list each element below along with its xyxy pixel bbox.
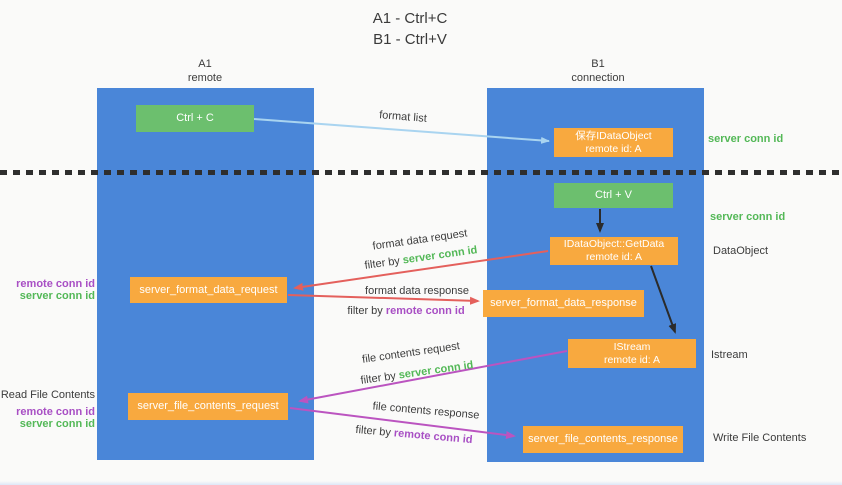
lane-a1-name: A1 bbox=[198, 58, 212, 70]
arrow-getdata-to-istream bbox=[650, 265, 677, 334]
lane-header-a1: A1 remote bbox=[145, 57, 265, 85]
lane-header-b1: B1 connection bbox=[538, 57, 658, 85]
node-getdata-line1: IDataObject::GetData bbox=[563, 238, 665, 250]
node-idataobject-getdata: IDataObject::GetData remote id: A bbox=[550, 237, 678, 265]
annotation-remote-conn-id-format: remote conn id bbox=[16, 278, 95, 290]
node-save-idataobject: 保存IDataObject remote id: A bbox=[554, 128, 673, 157]
flow-label-filter-by-remote-conn-id-1: filter by remote conn id bbox=[347, 305, 464, 317]
annotation-server-conn-id-file: server conn id bbox=[19, 418, 95, 430]
node-ctrl-v: Ctrl + V bbox=[554, 183, 673, 208]
annotation-server-conn-id-top: server conn id bbox=[708, 133, 784, 145]
node-server-format-data-request: server_format_data_request bbox=[130, 277, 287, 303]
node-istream: IStream remote id: A bbox=[568, 339, 696, 368]
annotation-write-file-contents: Write File Contents bbox=[713, 432, 807, 444]
annotation-dataobject: DataObject bbox=[713, 245, 769, 257]
annotation-read-file-contents: Read File Contents bbox=[0, 389, 95, 401]
filter-by-value-remote-1: remote conn id bbox=[385, 305, 465, 317]
diagram-title: A1 - Ctrl+C B1 - Ctrl+V bbox=[330, 8, 490, 50]
node-ctrl-c-label: Ctrl + C bbox=[176, 112, 214, 124]
node-getdata-line2: remote id: A bbox=[585, 251, 643, 263]
lane-b1-name: B1 bbox=[591, 58, 605, 70]
session-separator-dotted-line bbox=[0, 170, 842, 175]
arrow-format-list bbox=[253, 118, 550, 144]
arrow-file-contents-response bbox=[289, 407, 516, 439]
arrow-format-data-response bbox=[287, 294, 480, 305]
node-format-response-label: server_format_data_response bbox=[490, 297, 637, 309]
node-istream-line1: IStream bbox=[613, 340, 651, 353]
title-line-ctrl-c: A1 - Ctrl+C bbox=[372, 10, 448, 27]
arrow-file-contents-request bbox=[298, 350, 568, 404]
node-server-file-contents-response: server_file_contents_response bbox=[523, 426, 683, 453]
node-ctrl-v-label: Ctrl + V bbox=[595, 189, 632, 201]
node-istream-line2: remote id: A bbox=[603, 353, 661, 366]
node-file-response-label: server_file_contents_response bbox=[528, 433, 678, 445]
node-format-request-label: server_format_data_request bbox=[139, 283, 278, 296]
annotation-server-conn-id-format: server conn id bbox=[19, 290, 95, 302]
node-server-format-data-response: server_format_data_response bbox=[483, 290, 644, 317]
node-ctrl-c: Ctrl + C bbox=[136, 105, 254, 132]
node-save-idataobject-line2: remote id: A bbox=[585, 142, 642, 155]
annotation-remote-conn-id-file: remote conn id bbox=[16, 406, 95, 418]
node-file-request-label: server_file_contents_request bbox=[137, 400, 279, 412]
node-server-file-contents-request: server_file_contents_request bbox=[128, 393, 288, 420]
annotation-istream: Istream bbox=[711, 349, 748, 361]
bottom-edge-tint bbox=[0, 481, 842, 485]
arrow-format-data-request bbox=[293, 250, 549, 291]
lane-b1-role: connection bbox=[571, 72, 625, 84]
filter-by-prefix-2: filter by bbox=[347, 305, 386, 317]
annotation-server-conn-id-mid: server conn id bbox=[710, 211, 786, 223]
flow-label-format-data-response: format data response bbox=[365, 285, 469, 297]
lane-a1-role: remote bbox=[187, 72, 223, 84]
node-save-idataobject-line1: 保存IDataObject bbox=[575, 129, 652, 142]
title-line-ctrl-v: B1 - Ctrl+V bbox=[373, 31, 447, 48]
